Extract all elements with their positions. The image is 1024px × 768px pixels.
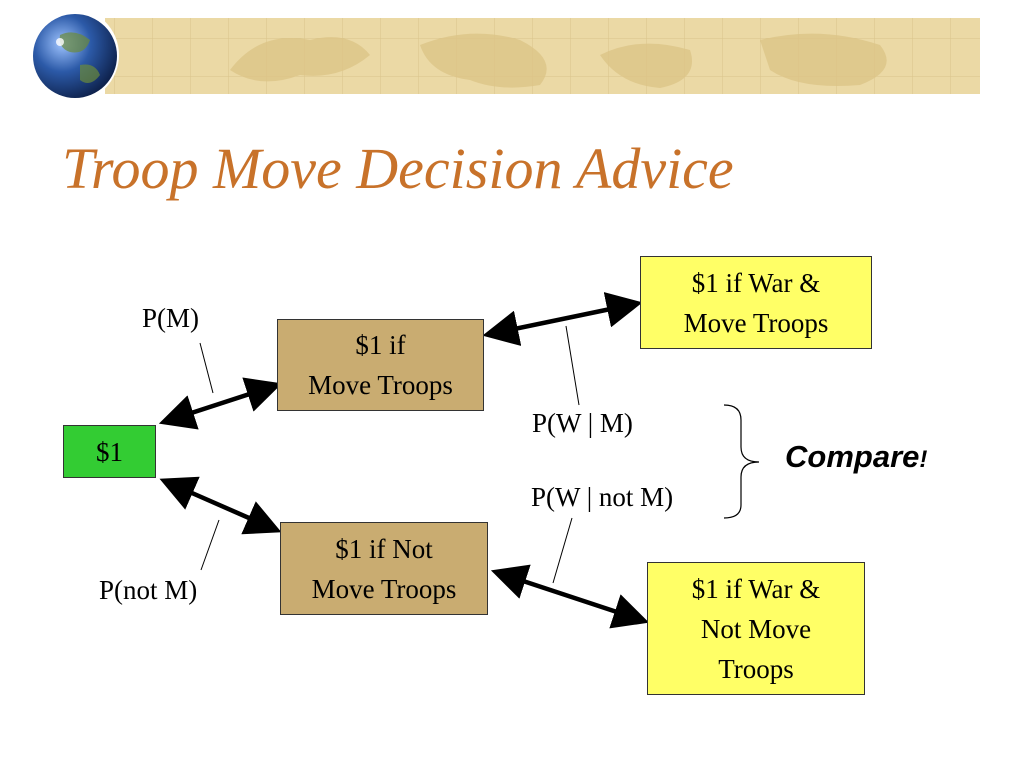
compare-text: Compare bbox=[785, 439, 920, 474]
root-node-label: $1 bbox=[96, 436, 123, 467]
compare-label: Compare! bbox=[785, 439, 927, 475]
compare-brace bbox=[723, 404, 760, 519]
war-not-move-line2: Not Move bbox=[700, 613, 812, 644]
leader-p-w-not-m bbox=[552, 517, 573, 584]
not-move-troops-line2: Move Troops bbox=[311, 573, 457, 604]
arrow-root-to-not-move bbox=[159, 476, 282, 535]
arrow-move-to-war bbox=[482, 292, 643, 346]
arrow-root-to-move bbox=[158, 377, 283, 430]
not-move-troops-line1: $1 if Not bbox=[335, 533, 433, 564]
leader-p-w-m bbox=[565, 325, 580, 406]
compare-exclamation: ! bbox=[919, 446, 928, 473]
war-move-troops-node: $1 if War & Move Troops bbox=[640, 256, 872, 349]
label-p-w-given-m: P(W | M) bbox=[532, 408, 633, 438]
root-node: $1 bbox=[63, 425, 156, 478]
leader-p-not-m bbox=[200, 519, 220, 571]
war-not-move-line3: Troops bbox=[718, 653, 794, 684]
war-move-line1: $1 if War & bbox=[691, 267, 821, 298]
war-not-move-line1: $1 if War & bbox=[691, 573, 821, 604]
arrow-not-move-to-war bbox=[490, 564, 650, 629]
leader-p-m bbox=[199, 342, 214, 394]
header-banner bbox=[25, 8, 980, 102]
move-troops-node: $1 if Move Troops bbox=[277, 319, 484, 411]
globe-icon bbox=[25, 8, 119, 102]
move-troops-line1: $1 if bbox=[355, 330, 406, 360]
page-title: Troop Move Decision Advice bbox=[62, 136, 734, 201]
label-p-not-m: P(not M) bbox=[99, 575, 198, 605]
move-troops-line2: Move Troops bbox=[308, 370, 453, 400]
war-move-line2: Move Troops bbox=[683, 307, 829, 338]
war-not-move-troops-node: $1 if War & Not Move Troops bbox=[647, 562, 865, 695]
not-move-troops-node: $1 if Not Move Troops bbox=[280, 522, 488, 615]
label-p-w-given-not-m: P(W | not M) bbox=[531, 482, 674, 512]
label-p-m: P(M) bbox=[142, 303, 200, 333]
